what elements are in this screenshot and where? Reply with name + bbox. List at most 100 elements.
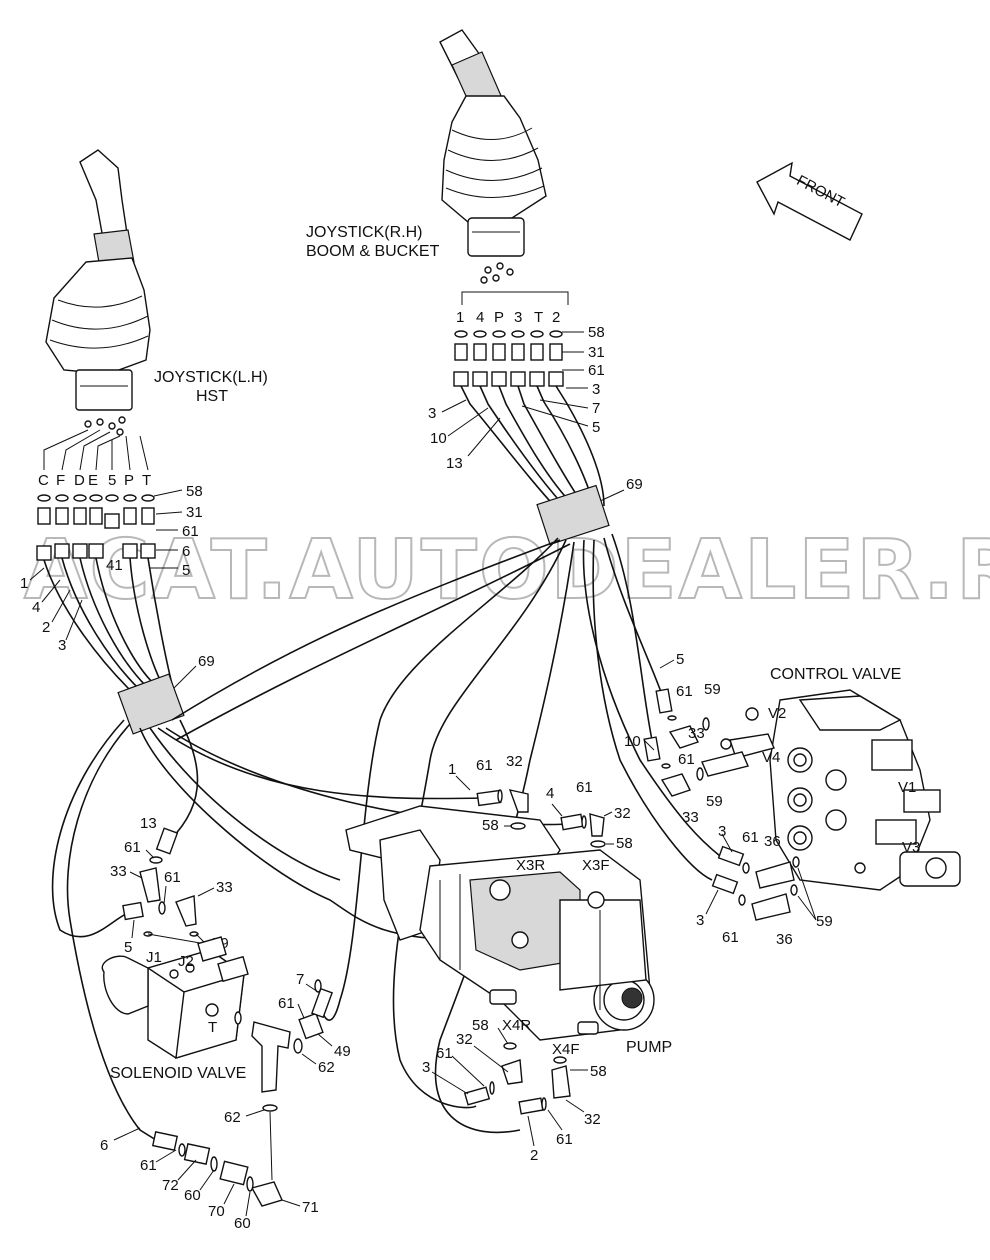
rh-port-p: P [494, 309, 504, 326]
control-valve [701, 689, 961, 891]
rh-port-bracket [461, 291, 569, 305]
svg-text:1: 1 [20, 575, 28, 592]
svg-text:71: 71 [302, 1199, 319, 1216]
svg-text:61: 61 [436, 1045, 453, 1062]
lh-port-c: C [38, 472, 49, 489]
lh-port-p: P [124, 472, 134, 489]
svg-text:4: 4 [546, 785, 554, 802]
svg-text:49: 49 [334, 1043, 351, 1060]
lh-port-e: E [88, 472, 98, 489]
svg-text:V2: V2 [768, 705, 786, 722]
svg-text:58: 58 [472, 1017, 489, 1034]
svg-text:3: 3 [58, 637, 66, 654]
svg-text:5: 5 [124, 939, 132, 956]
svg-text:32: 32 [456, 1031, 473, 1048]
pump-title: PUMP [626, 1039, 672, 1056]
svg-text:61: 61 [182, 523, 199, 540]
pump-callouts: 1 61 32 58 4 61 32 58 [448, 753, 633, 852]
svg-text:5: 5 [592, 419, 600, 436]
svg-text:T: T [208, 1019, 217, 1036]
svg-text:3: 3 [422, 1059, 430, 1076]
joystick-lh-title-1: JOYSTICK(L.H) [154, 369, 268, 386]
rh-port-4: 4 [476, 309, 484, 326]
lh-port-leaders [43, 429, 149, 471]
svg-text:70: 70 [208, 1203, 225, 1220]
svg-text:61: 61 [164, 869, 181, 886]
svg-text:X4F: X4F [552, 1041, 580, 1058]
svg-text:4: 4 [32, 599, 40, 616]
svg-text:58: 58 [590, 1063, 607, 1080]
svg-text:41: 41 [106, 557, 123, 574]
solenoid-fittings [151, 979, 333, 1207]
svg-text:58: 58 [482, 817, 499, 834]
svg-text:61: 61 [722, 929, 739, 946]
lh-hose-bundle [43, 557, 185, 735]
solenoid-callouts: 7 61 49 62 62 [224, 971, 351, 1126]
pump-fittings [463, 789, 606, 1115]
svg-text:61: 61 [278, 995, 295, 1012]
rh-port-t: T [534, 309, 543, 326]
svg-text:36: 36 [776, 931, 793, 948]
watermark: ACAT.AUTODEALER.RU [24, 523, 990, 618]
svg-text:7: 7 [296, 971, 304, 988]
rh-port-2: 2 [552, 309, 560, 326]
lh-port-labels: C F D E 5 P T [38, 472, 151, 489]
svg-text:13: 13 [140, 815, 157, 832]
lh-port-f: F [56, 472, 65, 489]
svg-text:32: 32 [506, 753, 523, 770]
svg-text:10: 10 [430, 430, 447, 447]
svg-text:5: 5 [676, 651, 684, 668]
bottom-left-callouts: 6 61 72 60 70 60 71 [100, 1127, 319, 1232]
svg-text:J1: J1 [146, 949, 162, 966]
svg-text:X4R: X4R [502, 1017, 531, 1034]
svg-text:10: 10 [624, 733, 641, 750]
lh-port-d: D [74, 472, 85, 489]
svg-text:3: 3 [696, 912, 704, 929]
rh-port-3: 3 [514, 309, 522, 326]
svg-text:59: 59 [816, 913, 833, 930]
svg-text:69: 69 [198, 653, 215, 670]
svg-text:J2: J2 [178, 953, 194, 970]
joystick-lh-title-2: HST [196, 388, 228, 405]
svg-text:13: 13 [446, 455, 463, 472]
solenoid-valve [101, 936, 249, 1059]
svg-text:36: 36 [764, 833, 781, 850]
mid-fittings [122, 827, 199, 937]
solenoid-valve-title: SOLENOID VALVE [110, 1065, 246, 1082]
svg-text:2: 2 [42, 619, 50, 636]
svg-text:61: 61 [556, 1131, 573, 1148]
pump [345, 805, 655, 1041]
joystick-rh-title-2: BOOM & BUCKET [306, 243, 440, 260]
rh-port-labels: 1 4 P 3 T 2 [456, 309, 560, 326]
svg-text:61: 61 [678, 751, 695, 768]
svg-text:33: 33 [216, 879, 233, 896]
svg-text:62: 62 [224, 1109, 241, 1126]
svg-text:58: 58 [186, 483, 203, 500]
svg-text:59: 59 [706, 793, 723, 810]
svg-text:31: 31 [588, 344, 605, 361]
solenoid-ports: J1 J2 T [146, 949, 217, 1036]
control-valve-ports: V2 V4 V1 V3 [762, 705, 920, 856]
front-arrow: FRONT [756, 161, 863, 241]
svg-text:3: 3 [428, 405, 436, 422]
svg-text:32: 32 [584, 1111, 601, 1128]
svg-text:6: 6 [100, 1137, 108, 1154]
svg-text:58: 58 [588, 324, 605, 341]
svg-text:33: 33 [110, 863, 127, 880]
svg-text:3: 3 [718, 823, 726, 840]
control-valve-fittings [643, 688, 800, 921]
svg-text:61: 61 [676, 683, 693, 700]
svg-text:2: 2 [530, 1147, 538, 1164]
control-valve-title: CONTROL VALVE [770, 666, 901, 683]
rh-hose-clamp-69 [536, 484, 610, 546]
rh-hose-bundle [460, 385, 610, 546]
rh-fittings [453, 330, 564, 387]
svg-text:33: 33 [682, 809, 699, 826]
svg-text:60: 60 [184, 1187, 201, 1204]
lh-hose-clamp-69 [117, 673, 185, 735]
svg-text:58: 58 [616, 835, 633, 852]
rh-callouts: 58 31 61 3 7 5 3 10 13 69 [428, 324, 643, 503]
svg-text:61: 61 [742, 829, 759, 846]
svg-text:32: 32 [614, 805, 631, 822]
